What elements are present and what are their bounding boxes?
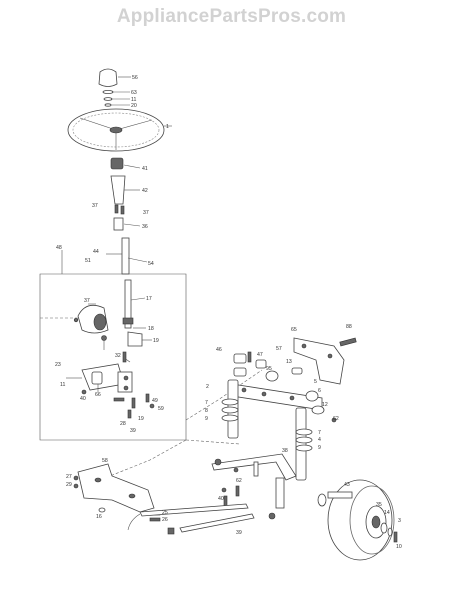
callout-9: 9 bbox=[205, 416, 208, 422]
callout-11: 11 bbox=[60, 382, 65, 388]
callout-65: 65 bbox=[291, 327, 297, 333]
nuts-bushings-left bbox=[233, 353, 303, 382]
callout-12: 12 bbox=[322, 402, 328, 408]
callout-14: 14 bbox=[384, 510, 390, 516]
callout-7: 7 bbox=[318, 430, 321, 436]
callout-3: 3 bbox=[398, 518, 401, 524]
callout-4: 4 bbox=[318, 437, 321, 443]
callout-88: 88 bbox=[346, 324, 352, 330]
callout-20: 20 bbox=[131, 103, 137, 109]
callout-39: 39 bbox=[130, 428, 136, 434]
callout-44: 44 bbox=[93, 249, 99, 255]
callout-40: 40 bbox=[80, 396, 86, 402]
small-bolts bbox=[113, 393, 155, 419]
callout-41: 41 bbox=[142, 166, 148, 172]
tie-rod bbox=[211, 453, 297, 520]
callout-56: 56 bbox=[132, 75, 138, 81]
steering-bushing bbox=[113, 204, 141, 231]
callout-36: 36 bbox=[142, 224, 148, 230]
callout-1: 1 bbox=[166, 124, 169, 130]
callout-49: 49 bbox=[152, 398, 158, 404]
callout-8: 8 bbox=[205, 408, 208, 414]
callout-58: 58 bbox=[102, 458, 108, 464]
callout-28: 28 bbox=[120, 421, 126, 427]
callout-62: 62 bbox=[333, 416, 339, 422]
steering-gear-bracket bbox=[40, 303, 109, 350]
callout-43: 43 bbox=[344, 482, 350, 488]
callout-40: 40 bbox=[218, 496, 224, 502]
callout-26: 26 bbox=[162, 517, 168, 523]
callout-63: 63 bbox=[131, 90, 137, 96]
callout-37: 37 bbox=[84, 298, 90, 304]
callout-48: 48 bbox=[56, 245, 62, 251]
bolt-67 bbox=[339, 337, 357, 347]
spindle-left bbox=[221, 379, 239, 439]
callout-39: 39 bbox=[236, 530, 242, 536]
steering-boot bbox=[110, 175, 140, 205]
callout-29: 29 bbox=[66, 482, 72, 488]
callout-37: 37 bbox=[92, 203, 98, 209]
callout-38: 38 bbox=[282, 448, 288, 454]
callout-9: 9 bbox=[318, 445, 321, 451]
callout-57: 57 bbox=[276, 346, 282, 352]
callout-66: 66 bbox=[95, 392, 101, 398]
callout-5: 5 bbox=[314, 379, 317, 385]
watermark-text: AppliancePartsPros.com bbox=[116, 6, 347, 27]
spacer bbox=[81, 371, 103, 395]
callout-10: 10 bbox=[396, 544, 402, 550]
wheel-hardware bbox=[317, 491, 398, 543]
steering-plate bbox=[77, 463, 155, 513]
callout-35: 35 bbox=[376, 502, 382, 508]
callout-11: 11 bbox=[131, 97, 136, 103]
steering-shaft-upper bbox=[106, 237, 148, 275]
callout-7: 7 bbox=[205, 400, 208, 406]
callout-2: 2 bbox=[206, 384, 209, 390]
callout-19: 19 bbox=[138, 416, 144, 422]
callout-18: 18 bbox=[148, 326, 154, 332]
callout-37: 37 bbox=[143, 210, 149, 216]
callout-47: 47 bbox=[257, 352, 263, 358]
steering-wheel bbox=[67, 108, 172, 152]
callout-95: 95 bbox=[266, 366, 272, 372]
callout-17: 17 bbox=[146, 296, 152, 302]
drag-rod-lower bbox=[127, 503, 249, 531]
callout-51: 51 bbox=[85, 258, 91, 264]
callout-42: 42 bbox=[142, 188, 148, 194]
callout-6: 6 bbox=[318, 388, 321, 394]
bracket-57 bbox=[293, 337, 345, 385]
washer-stack bbox=[102, 90, 130, 107]
spindle-right bbox=[295, 390, 325, 481]
drag-link bbox=[167, 513, 255, 535]
callout-46: 46 bbox=[216, 347, 222, 353]
callout-59: 59 bbox=[158, 406, 164, 412]
steering-assembly-box bbox=[39, 250, 187, 441]
callout-19: 19 bbox=[153, 338, 159, 344]
steering-knob bbox=[98, 68, 131, 87]
callout-25: 25 bbox=[162, 510, 168, 516]
callout-54: 54 bbox=[148, 261, 154, 267]
callout-32: 32 bbox=[115, 353, 121, 359]
callout-62: 62 bbox=[236, 478, 242, 484]
callout-13: 13 bbox=[286, 359, 292, 365]
small-bolts-right bbox=[221, 351, 337, 507]
steering-shaft bbox=[122, 279, 152, 347]
callout-27: 27 bbox=[66, 474, 72, 480]
callout-16: 16 bbox=[96, 514, 102, 520]
steering-adapter bbox=[110, 157, 141, 170]
callout-23: 23 bbox=[55, 362, 61, 368]
